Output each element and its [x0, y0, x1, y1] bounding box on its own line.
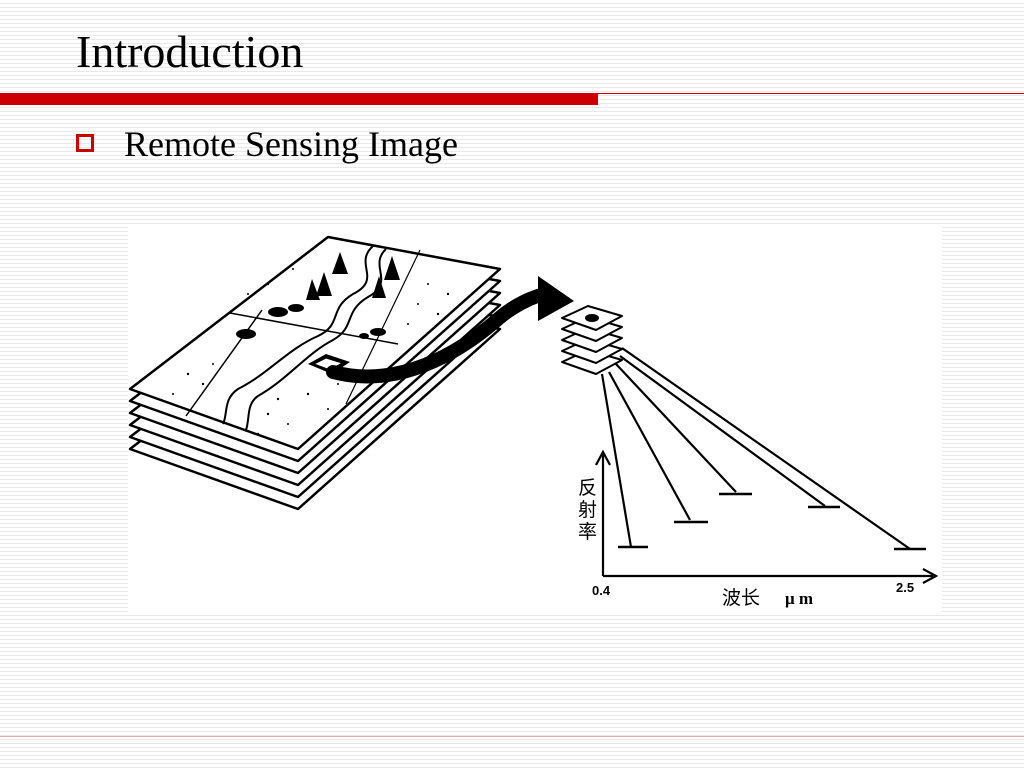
bullet-text: Remote Sensing Image	[124, 124, 458, 164]
y-axis-label-1: 反	[578, 477, 597, 499]
x-axis-min-label: 0.4	[592, 583, 611, 598]
slide-title: Introduction	[76, 26, 304, 77]
arrow-icon	[326, 276, 574, 384]
square-bullet-icon	[76, 134, 94, 152]
map-details	[172, 245, 450, 436]
remote-sensing-figure: 反 射 率 波长 μ m 0.4 2.5	[128, 224, 942, 614]
spectral-rays	[600, 347, 911, 550]
x-axis-max-label: 2.5	[896, 580, 914, 595]
y-axis-label-3: 率	[578, 521, 597, 543]
x-axis-label: 波长	[722, 587, 760, 609]
x-axis-unit: μ m	[785, 589, 813, 608]
pixel-layer-stack	[561, 305, 623, 375]
reflectance-markers	[618, 492, 926, 551]
top-map-layer	[128, 235, 502, 451]
y-axis-label-2: 射	[578, 499, 597, 521]
title-rule-thin	[598, 93, 1024, 94]
spectrum-axes	[595, 449, 939, 584]
footer-rule	[0, 736, 1024, 737]
title-rule-thick	[0, 93, 598, 105]
image-layer-stack	[128, 235, 502, 511]
